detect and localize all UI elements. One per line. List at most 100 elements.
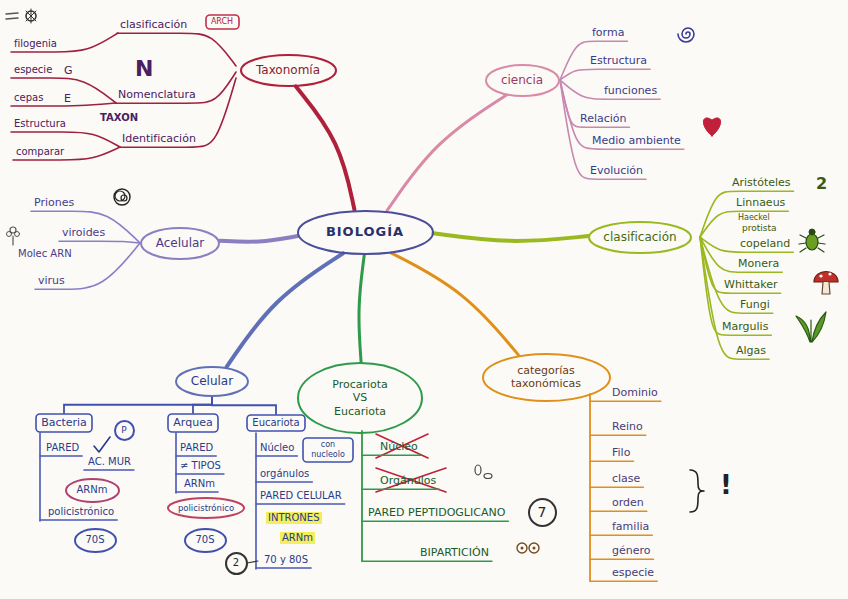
branch-line	[700, 237, 769, 359]
ellipse-border	[168, 498, 244, 518]
equal-sign	[6, 13, 18, 19]
branch-line	[700, 237, 793, 252]
ellipse-border	[298, 363, 422, 433]
ellipse-border	[589, 222, 691, 253]
spiral-icon	[678, 28, 694, 42]
branch-connector	[296, 86, 355, 209]
mark-label: !	[720, 470, 732, 501]
branch-line	[590, 558, 654, 560]
branch-connector	[227, 253, 343, 366]
branch-label: Haeckel	[738, 213, 770, 223]
central-ellipse: BIOLOGÍA	[297, 210, 434, 255]
branch-line	[362, 454, 421, 456]
bipartition-icon	[533, 547, 536, 550]
branch-label: Medio ambiente	[592, 134, 681, 147]
node-text: 7	[538, 504, 547, 521]
node-text: Eucariota	[252, 417, 299, 429]
branch-line	[700, 211, 788, 237]
branch-line	[13, 147, 120, 160]
ellipse-border	[486, 65, 559, 96]
circled-number: 2	[225, 552, 248, 575]
box-border	[168, 414, 218, 432]
bipartition-icon	[517, 543, 527, 553]
branch-line	[11, 132, 120, 147]
note-box: con nucleolo	[302, 437, 354, 463]
branch-ellipse: Taxonomía	[240, 54, 337, 87]
flower-icon	[7, 232, 12, 237]
branch-label: PARED CELULAR	[260, 490, 342, 502]
mushroom-dot	[828, 272, 831, 275]
node-text: con nucleolo	[308, 440, 348, 459]
branch-line	[176, 455, 216, 457]
node-text: 70S	[85, 534, 104, 546]
node-text: clasificación	[603, 230, 676, 244]
branch-label: Linnaeus	[736, 196, 785, 209]
organelle-icon	[484, 474, 492, 479]
branch-label: Fungi	[740, 298, 770, 311]
branch-line	[11, 103, 116, 106]
branch-label: Whittaker	[724, 278, 778, 291]
branch-label: Núcleo	[260, 442, 294, 454]
node-text: ciencia	[501, 73, 543, 87]
branch-label: especie	[612, 566, 654, 579]
branch-line	[590, 486, 643, 488]
note-ellipse: 70S	[74, 528, 117, 553]
branch-line	[31, 211, 140, 243]
flower-stem	[12, 236, 13, 245]
ellipse-border	[185, 529, 226, 552]
branch-label: Dominio	[612, 386, 658, 399]
mark-label: 2	[816, 174, 827, 193]
branch-label: copeland	[740, 237, 790, 250]
branch-line	[590, 510, 647, 512]
highlighted-label: ARNm	[280, 532, 315, 544]
branch-label: orden	[612, 496, 644, 509]
bug-legs	[799, 235, 825, 252]
branch-line	[362, 520, 508, 522]
branch-label: viroides	[62, 226, 105, 239]
ellipse-border	[483, 354, 610, 401]
check-mark	[94, 437, 110, 452]
box-border	[206, 15, 239, 29]
note-ellipse: ARNm	[65, 478, 120, 503]
node-text: Taxonomía	[256, 63, 320, 77]
ellipse-border	[226, 553, 247, 574]
branch-line	[11, 33, 118, 52]
branch-line	[176, 491, 218, 493]
node-text: Bacteria	[41, 416, 87, 429]
mushroom-dot	[819, 274, 822, 277]
branch-line	[256, 567, 311, 569]
box-border	[36, 414, 92, 432]
branch-line	[590, 534, 652, 536]
branch-connector	[387, 95, 506, 211]
branch-label: PARED PEPTIDOGLICANO	[368, 506, 505, 519]
node-text: Procariota VS Eucariota	[327, 378, 393, 418]
branch-label: Estructura	[14, 118, 66, 130]
branch-label: Reino	[612, 420, 643, 433]
branch-label: filogenia	[14, 38, 57, 50]
scribble-icon	[115, 191, 125, 201]
ellipse-border	[176, 367, 248, 396]
branch-label: G	[64, 64, 73, 77]
branch-label: policistrónico	[48, 506, 114, 518]
branch-line	[590, 460, 633, 462]
branch-label: forma	[592, 26, 624, 39]
node-text: 2	[233, 557, 239, 569]
node-text: categorías taxonómicas	[503, 364, 589, 390]
ellipse-border	[115, 421, 134, 440]
node-text: Arquea	[173, 416, 212, 429]
branch-label: orgánulos	[260, 468, 309, 480]
bipartition-icon	[529, 543, 539, 553]
box-border	[247, 415, 305, 431]
ellipse-border	[75, 529, 116, 552]
branch-label: Núcleo	[380, 440, 418, 453]
node-text: policistrónico	[178, 503, 234, 513]
circled-letter: P	[114, 420, 135, 441]
branch-label: Estructura	[590, 54, 647, 67]
branch-connector	[64, 397, 212, 414]
branch-ellipse: categorías taxonómicas	[482, 353, 611, 402]
branch-label: familia	[612, 520, 649, 533]
branch-line	[362, 488, 439, 490]
branch-label: Molec ARN	[18, 248, 72, 260]
branch-line	[560, 80, 684, 149]
note-ellipse: 70S	[184, 528, 227, 553]
